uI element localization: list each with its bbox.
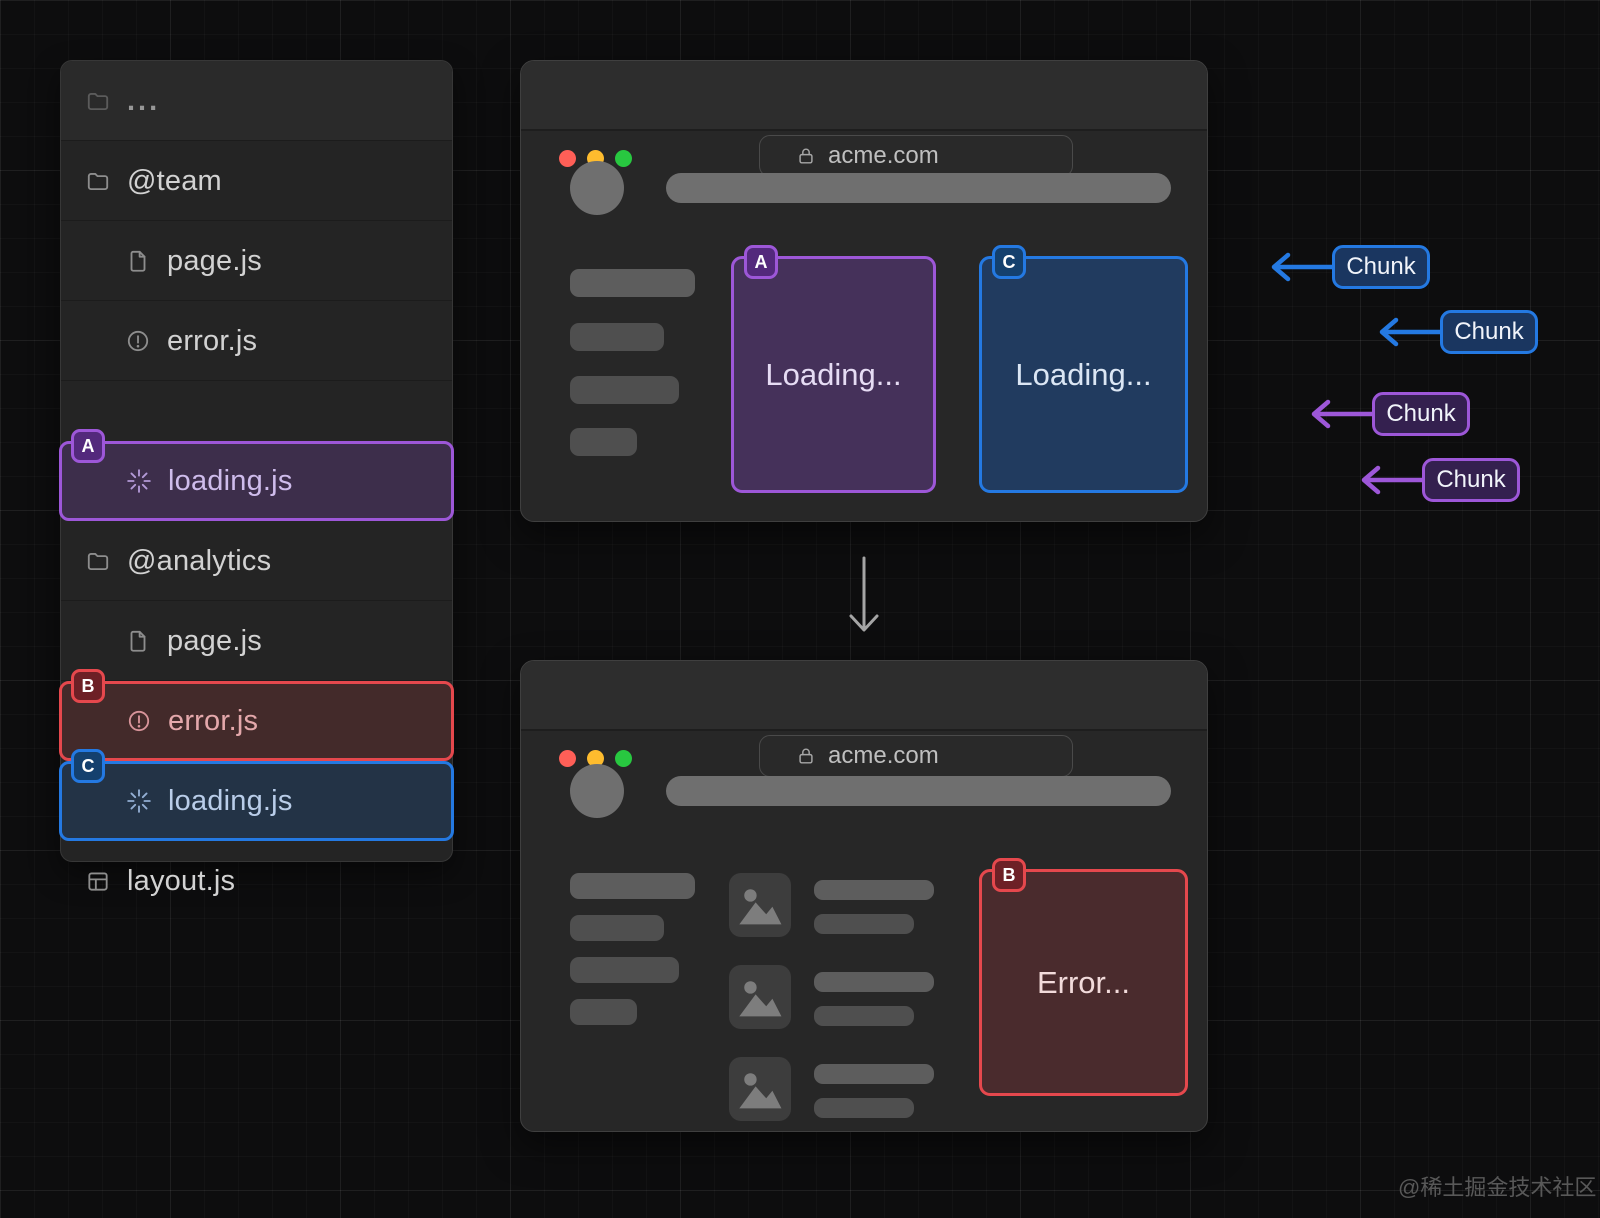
image-placeholder — [729, 965, 791, 1029]
folder-icon — [87, 553, 109, 571]
tree-item-label: error.js — [167, 324, 258, 357]
skeleton-bar — [570, 269, 695, 297]
lock-icon — [799, 748, 813, 764]
error-text: Error... — [1036, 964, 1130, 1000]
tree-item-layout-js[interactable]: layout.js — [61, 841, 452, 921]
tree-item-team-page-js[interactable]: page.js — [61, 221, 452, 301]
tree-item-label: layout.js — [127, 864, 236, 897]
loading-text: Loading... — [765, 356, 902, 392]
skeleton-bar — [570, 323, 664, 351]
skeleton-bar — [814, 914, 914, 934]
photo-icon — [739, 981, 782, 1017]
skeleton-bar — [814, 1098, 914, 1118]
watermark: @稀土掘金技术社区 — [1398, 1175, 1597, 1200]
avatar — [570, 161, 624, 215]
skeleton-bar — [814, 1006, 914, 1026]
zoom-button[interactable] — [615, 150, 632, 167]
file-tree-panel: ... @team page.js error.js A loading.js … — [59, 60, 454, 897]
chunk-label: Chunk — [1422, 458, 1520, 502]
skeleton-bar — [814, 880, 934, 900]
alert-circle-icon — [127, 330, 149, 352]
tree-item-team-folder[interactable]: @team — [61, 141, 452, 221]
photo-icon — [739, 889, 782, 925]
folder-icon — [87, 173, 109, 191]
slot-badge-c: C — [992, 245, 1026, 279]
folder-icon — [87, 93, 109, 111]
minimize-button[interactable] — [587, 750, 604, 767]
skeleton-hero-bar — [666, 173, 1171, 203]
tree-item-team-error-js[interactable]: error.js — [61, 301, 452, 381]
slot-analytics-error-card: B Error... — [979, 858, 1188, 1096]
zoom-button[interactable] — [615, 750, 632, 767]
skeleton-bar — [570, 915, 664, 941]
browser-titlebar — [521, 61, 1207, 131]
avatar — [570, 764, 624, 818]
file-icon — [130, 630, 146, 652]
slot-badge-b: B — [71, 669, 105, 703]
tree-item-team-loading-js[interactable]: A loading.js — [59, 429, 454, 521]
left-arrow-icon — [1271, 252, 1335, 282]
photo-icon — [739, 1073, 782, 1109]
tree-item-label: loading.js — [168, 784, 293, 817]
close-button[interactable] — [559, 150, 576, 167]
file-icon — [130, 250, 146, 272]
browser-titlebar — [521, 661, 1207, 731]
slot-badge-a: A — [71, 429, 105, 463]
slot-badge-a: A — [744, 245, 778, 279]
chunk-label: Chunk — [1372, 392, 1470, 436]
chunk-label: Chunk — [1332, 245, 1430, 289]
tree-item-label: error.js — [168, 704, 259, 737]
spinner-icon — [127, 469, 151, 493]
left-arrow-icon — [1379, 317, 1443, 347]
chunk-text: Chunk — [1346, 253, 1416, 280]
browser-window-loading: acme.com A Loading... C Loading... — [520, 60, 1208, 522]
slot-team-loading-card: A Loading... — [731, 245, 936, 493]
tree-item-analytics-folder[interactable]: @analytics — [61, 521, 452, 601]
skeleton-hero-bar — [666, 776, 1171, 806]
url-text: acme.com — [828, 142, 939, 169]
tree-item-label: loading.js — [168, 464, 293, 497]
layout-icon — [88, 872, 108, 891]
tree-item-label: @analytics — [127, 544, 272, 577]
image-placeholder — [729, 873, 791, 937]
skeleton-bar — [570, 428, 637, 456]
left-arrow-icon — [1311, 399, 1375, 429]
tree-item-ellipsis[interactable]: ... — [61, 61, 452, 141]
down-arrow-icon — [849, 556, 879, 632]
tree-item-analytics-page-js[interactable]: page.js — [61, 601, 452, 681]
skeleton-bar — [570, 376, 679, 404]
spinner-icon — [127, 789, 151, 813]
slot-analytics-loading-card: C Loading... — [979, 245, 1188, 493]
tree-item-label: ... — [127, 84, 161, 117]
tree-item-label: @team — [127, 164, 222, 197]
chunk-label: Chunk — [1440, 310, 1538, 354]
chunk-text: Chunk — [1386, 400, 1456, 427]
left-arrow-icon — [1361, 465, 1425, 495]
loading-text: Loading... — [1015, 356, 1152, 392]
url-text: acme.com — [828, 742, 939, 769]
chunk-text: Chunk — [1436, 466, 1506, 493]
skeleton-bar — [570, 999, 637, 1025]
chunk-text: Chunk — [1454, 318, 1524, 345]
url-bar[interactable]: acme.com — [759, 135, 1073, 177]
skeleton-bar — [814, 972, 934, 992]
tree-item-analytics-error-js[interactable]: B error.js — [59, 669, 454, 761]
alert-circle-icon — [128, 710, 150, 732]
url-bar[interactable]: acme.com — [759, 735, 1073, 777]
slot-badge-c: C — [71, 749, 105, 783]
tree-item-label: page.js — [167, 624, 262, 657]
tree-item-analytics-loading-js[interactable]: C loading.js — [59, 749, 454, 841]
browser-window-error: acme.com B Error... — [520, 660, 1208, 1132]
image-placeholder — [729, 1057, 791, 1121]
skeleton-bar — [570, 873, 695, 899]
skeleton-bar — [570, 957, 679, 983]
tree-item-label: page.js — [167, 244, 262, 277]
slot-badge-b: B — [992, 858, 1026, 892]
lock-icon — [799, 148, 813, 164]
close-button[interactable] — [559, 750, 576, 767]
skeleton-bar — [814, 1064, 934, 1084]
